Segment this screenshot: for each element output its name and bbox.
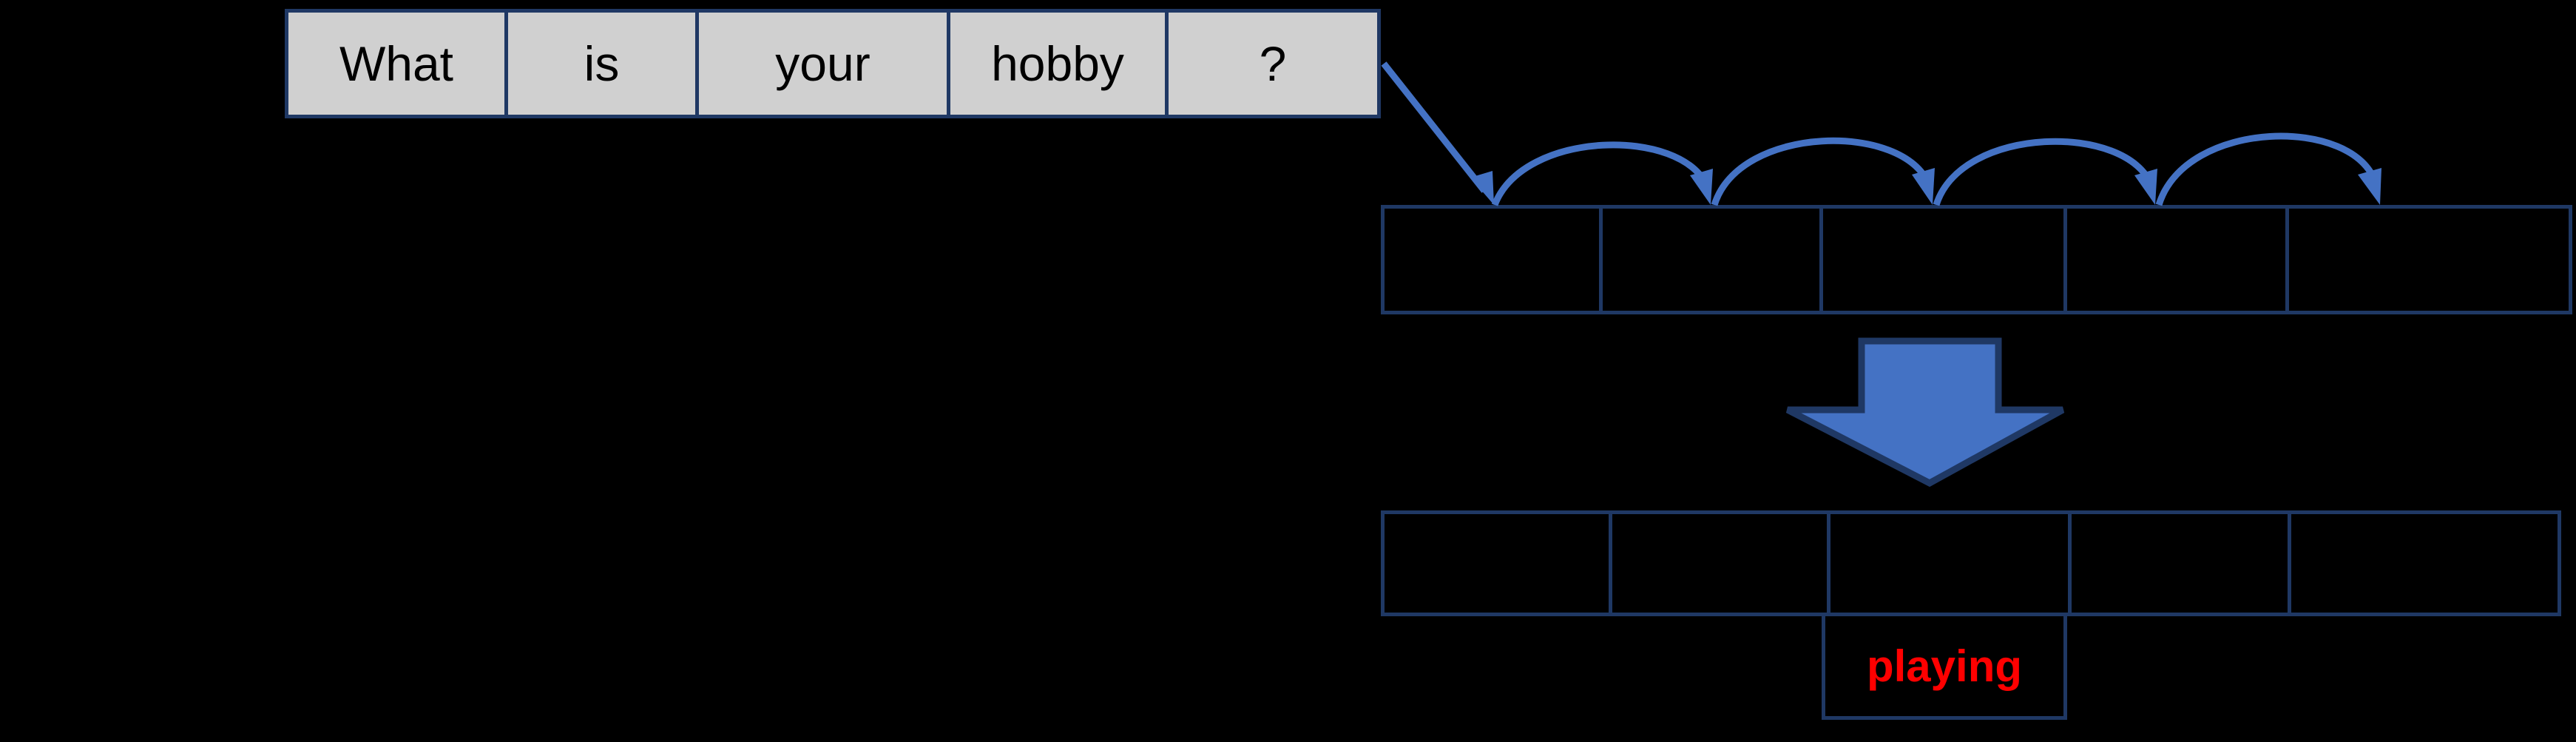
- source-cell-5[interactable]: ?: [1165, 9, 1381, 118]
- decoder-cell-5[interactable]: [2288, 510, 2561, 616]
- source-cell-3[interactable]: your: [695, 9, 950, 118]
- encoder-recurrence-arc-3: [1933, 138, 2157, 206]
- source-cell-text-2: is: [584, 36, 620, 91]
- source-cell-text-3: your: [775, 36, 871, 91]
- source-sentence-table: What is your hobby ?: [285, 9, 1385, 118]
- encoder-to-decoder-block-arrow: [1785, 337, 2065, 488]
- source-cell-text-5: ?: [1259, 36, 1287, 91]
- encoder-recurrence-arc-1: [1491, 141, 1713, 206]
- source-cell-4[interactable]: hobby: [947, 9, 1169, 118]
- decoder-cell-4[interactable]: [2068, 510, 2291, 616]
- encoder-cell-1[interactable]: [1381, 205, 1603, 314]
- output-word-cell[interactable]: playing: [1822, 613, 2067, 720]
- encoder-cell-3[interactable]: [1819, 205, 2067, 314]
- encoder-state-table: [1381, 205, 2572, 314]
- source-to-encoder-arrow: [1381, 61, 1494, 205]
- encoder-cell-2[interactable]: [1599, 205, 1823, 314]
- encoder-recurrence-arc-4: [2155, 132, 2381, 206]
- source-cell-1[interactable]: What: [285, 9, 508, 118]
- encoder-recurrence-arc-2: [1711, 137, 1935, 206]
- encoder-cell-4[interactable]: [2063, 205, 2289, 314]
- source-cell-2[interactable]: is: [504, 9, 699, 118]
- output-word-text: playing: [1866, 641, 2023, 691]
- decoder-cell-2[interactable]: [1609, 510, 1830, 616]
- decoder-state-table: [1381, 510, 2572, 616]
- encoder-cell-5[interactable]: [2285, 205, 2572, 314]
- decoder-cell-3[interactable]: [1827, 510, 2072, 616]
- decoder-cell-1[interactable]: [1381, 510, 1612, 616]
- source-cell-text-1: What: [339, 36, 454, 91]
- source-cell-text-4: hobby: [991, 36, 1124, 91]
